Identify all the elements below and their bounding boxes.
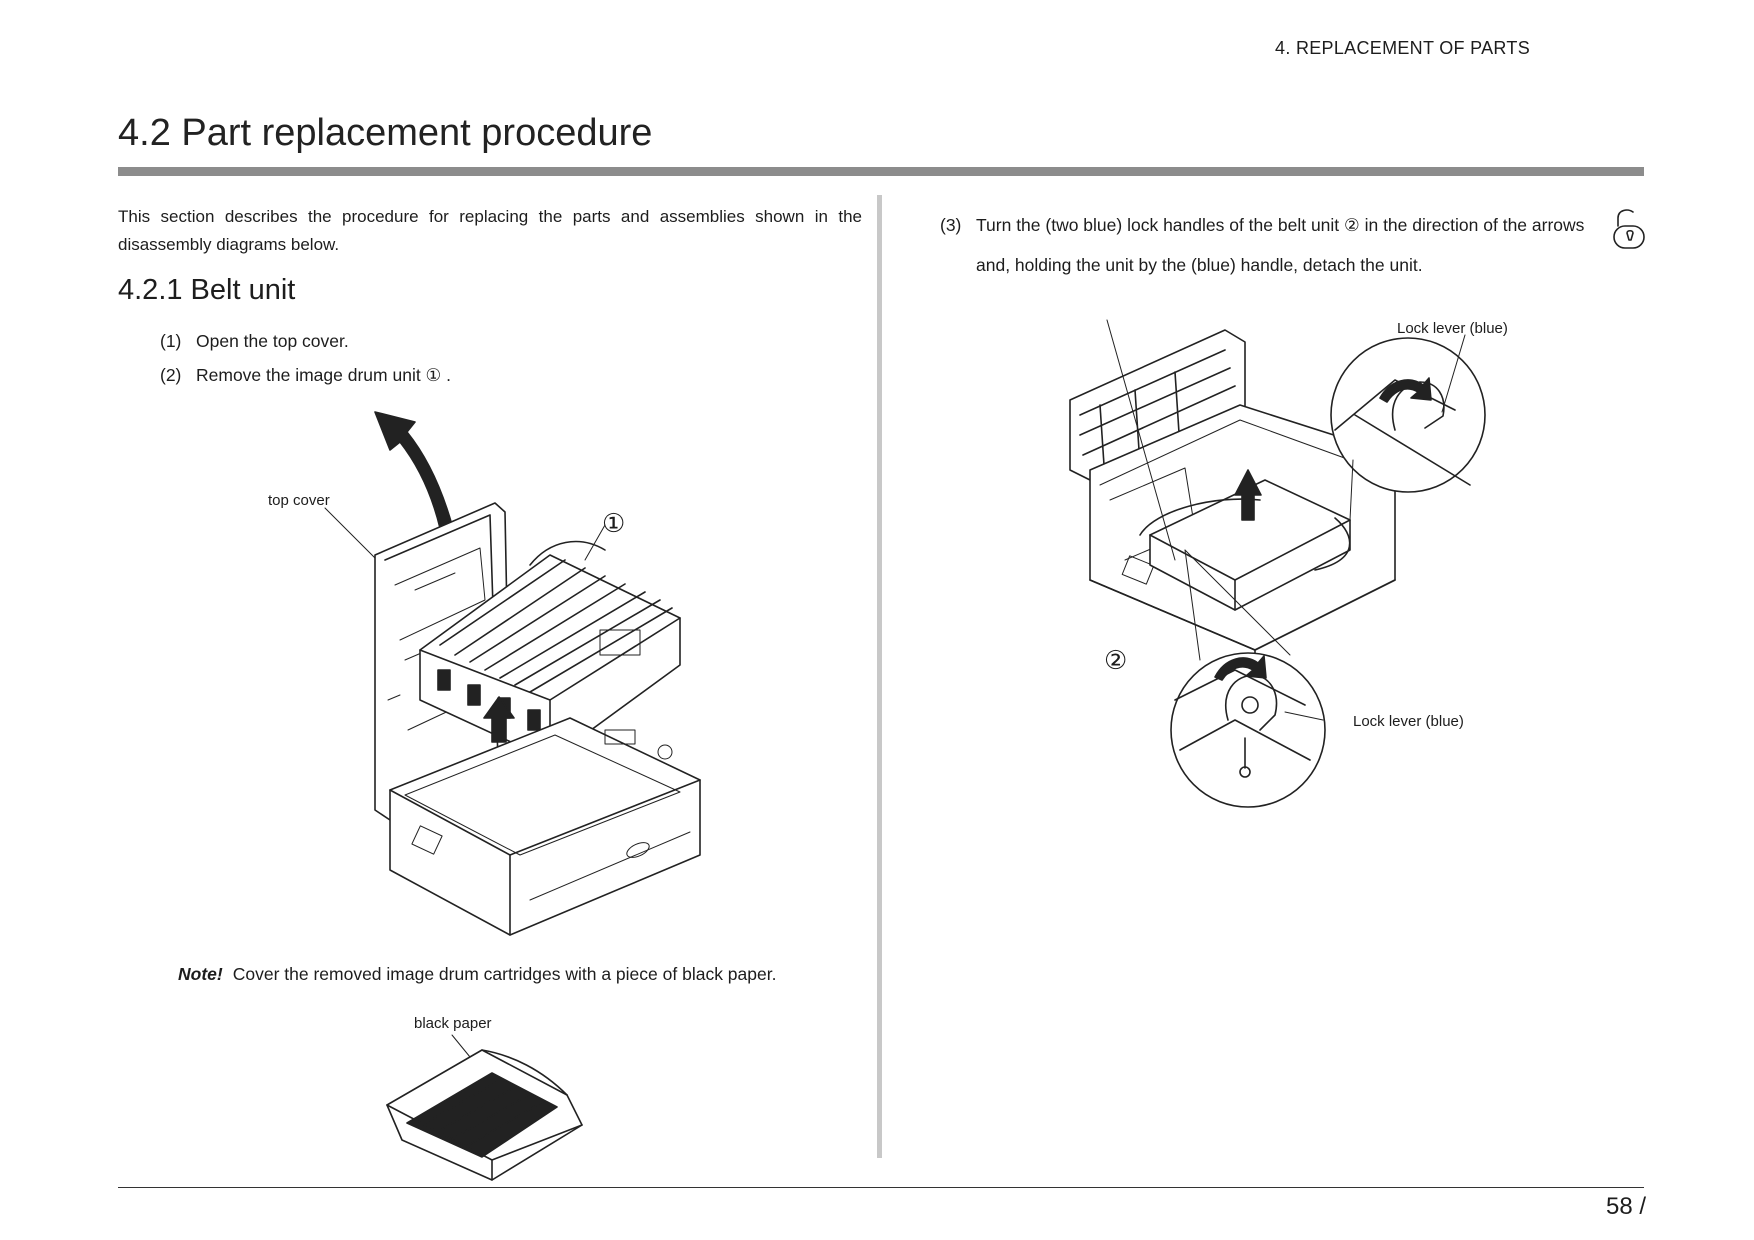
note-label: Note! <box>178 964 223 984</box>
label-lock-lever-bottom: Lock lever (blue) <box>1353 713 1464 730</box>
intro-paragraph: This section describes the procedure for… <box>118 207 862 254</box>
belt-unit-removal-illustration <box>1069 319 1486 808</box>
step-number: (3) <box>940 215 962 235</box>
page-title: 4.2 Part replacement procedure <box>118 112 653 154</box>
label-lock-lever-top: Lock lever (blue) <box>1397 320 1508 337</box>
column-divider <box>877 195 882 1158</box>
label-black-paper: black paper <box>414 1015 492 1032</box>
unlock-icon <box>1613 209 1645 249</box>
page-number: 58 / <box>1605 1193 1646 1220</box>
step-number: (1) <box>160 331 182 351</box>
printer-open-cover-illustration <box>324 411 701 936</box>
step-text-line-2: and, holding the unit by the (blue) hand… <box>976 255 1423 275</box>
callout-2: ② <box>1104 645 1128 675</box>
callout-1: ① <box>602 508 626 538</box>
step-text: Open the top cover. <box>196 331 349 351</box>
step-text-line-1: Turn the (two blue) lock handles of the … <box>976 215 1585 235</box>
subsection-title: 4.2.1 Belt unit <box>118 274 296 306</box>
step-1: (1) Open the top cover. <box>160 331 349 352</box>
note: Note! Cover the removed image drum cartri… <box>178 964 776 985</box>
label-top-cover: top cover <box>268 492 330 509</box>
step-2: (2) Remove the image drum unit ① . <box>160 365 451 386</box>
title-rule <box>118 167 1644 176</box>
footer-rule <box>118 1187 1644 1188</box>
step-number: (2) <box>160 365 182 385</box>
note-text: Cover the removed image drum cartridges … <box>232 964 777 984</box>
drum-covered-illustration <box>386 1034 583 1181</box>
step-text: Remove the image drum unit ① . <box>196 365 451 385</box>
chapter-header: 4. REPLACEMENT OF PARTS <box>1275 38 1530 58</box>
